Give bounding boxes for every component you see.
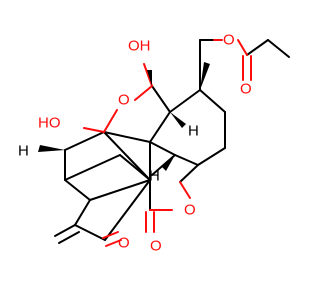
wedge-bond: [147, 70, 152, 86]
carbon-skeleton: [54, 39, 290, 244]
molecule-structure: OH O HO H H H O O O O O: [18, 32, 290, 255]
bond: [149, 111, 171, 143]
atom-label-hydrogen-upper: H: [188, 123, 199, 140]
bond: [83, 127, 105, 133]
bond: [74, 199, 91, 226]
wedge-bond: [38, 145, 65, 152]
atom-label-hydrogen-left: H: [18, 143, 29, 160]
bond: [119, 154, 151, 181]
atom-labels: OH O HO H H H O O O O O: [18, 32, 252, 255]
bond: [54, 224, 76, 237]
atom-label-acetate-ether: O: [223, 32, 235, 49]
bond: [143, 63, 153, 87]
bond: [151, 154, 176, 176]
bond: [179, 164, 199, 183]
wedge-bond: [162, 155, 175, 171]
bond: [102, 231, 119, 239]
wedge-bond: [200, 62, 210, 90]
bond: [197, 147, 226, 166]
bond: [89, 179, 151, 201]
bond: [103, 109, 118, 133]
bond: [64, 179, 91, 201]
atom-label-ring-oxygen: O: [118, 92, 130, 109]
stereo-wedges: [38, 62, 210, 171]
bond: [105, 239, 122, 247]
bond: [267, 39, 290, 58]
bond: [169, 89, 201, 113]
bond: [64, 131, 105, 151]
atom-label-hydrogen-lower: H: [149, 168, 160, 185]
atom-label-ketone: O: [118, 235, 130, 252]
atom-label-lactone-carbonyl: O: [150, 238, 162, 255]
bond: [174, 154, 199, 166]
bond: [246, 39, 269, 56]
bond: [104, 179, 151, 241]
heteroatom-bonds: [83, 39, 252, 247]
bond: [149, 141, 176, 156]
bond: [103, 131, 151, 143]
atom-label-hydroxyl-top: OH: [128, 38, 151, 55]
atom-label-acetate-carbonyl: O: [240, 81, 252, 98]
bond: [134, 85, 153, 101]
wedge-bond: [170, 112, 186, 128]
bond: [74, 224, 106, 241]
bond: [179, 181, 191, 199]
bond: [64, 154, 121, 181]
bond: [151, 85, 171, 113]
bond: [103, 131, 151, 181]
atom-label-hydroxyl-left: HO: [38, 115, 61, 132]
bond: [199, 89, 226, 113]
bond: [237, 39, 248, 56]
atom-label-lactone-ring: O: [184, 202, 196, 219]
bond: [58, 231, 80, 244]
